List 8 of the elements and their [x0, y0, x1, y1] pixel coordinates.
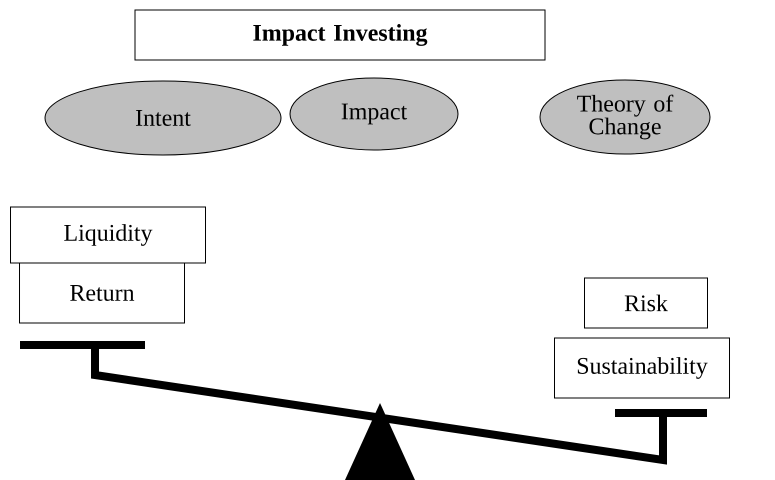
label-box: Return	[19, 262, 185, 324]
ellipse-node: Impact	[290, 78, 458, 150]
title-box: Impact Investing	[134, 10, 546, 60]
ellipse-node: Intent	[44, 80, 282, 156]
ellipse-node: Theory of Change	[540, 80, 710, 154]
label-box: Risk	[584, 278, 708, 328]
label-box: Sustainability	[554, 338, 730, 398]
label-box: Liquidity	[10, 206, 206, 264]
